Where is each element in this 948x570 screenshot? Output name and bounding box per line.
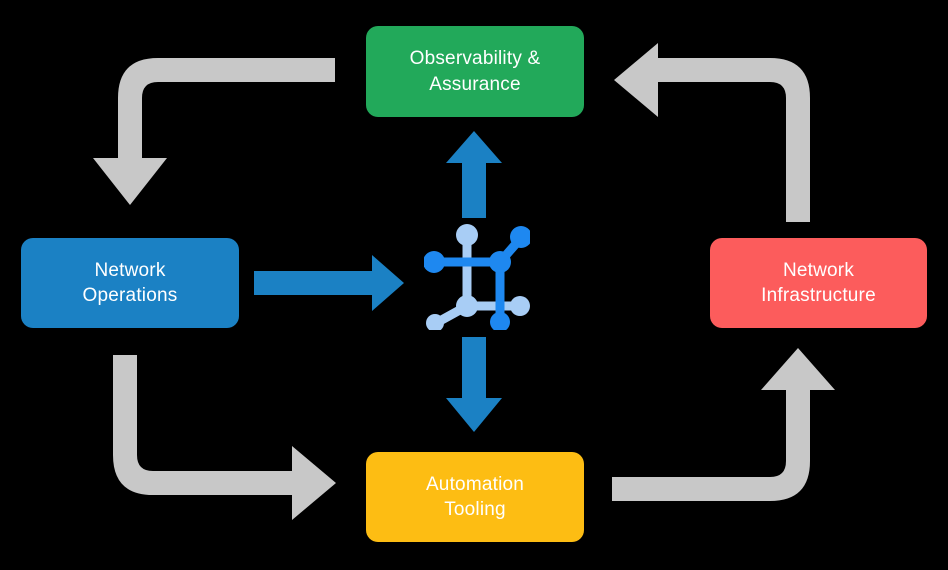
arrow-observability-to-operations bbox=[93, 58, 335, 205]
network-topology-icon bbox=[423, 222, 532, 332]
arrow-center-to-automation bbox=[446, 337, 502, 432]
box-network-operations[interactable]: Network Operations bbox=[21, 238, 239, 328]
arrow-infrastructure-to-observability bbox=[614, 43, 810, 222]
box-automation-tooling-label: Automation Tooling bbox=[425, 473, 525, 520]
box-automation-tooling[interactable]: Automation Tooling bbox=[366, 452, 584, 542]
network-topology-icon-svg bbox=[423, 224, 532, 332]
arrow-operations-to-center bbox=[254, 255, 404, 311]
arrow-operations-to-automation bbox=[113, 355, 336, 520]
box-network-operations-label: Network Operations bbox=[82, 259, 178, 306]
arrow-automation-to-infrastructure bbox=[612, 348, 835, 501]
box-observability-assurance[interactable]: Observability & Assurance bbox=[366, 26, 584, 117]
arrow-center-to-observability bbox=[446, 131, 502, 218]
box-observability-label: Observability & Assurance bbox=[409, 48, 541, 95]
box-network-infrastructure-label: Network Infrastructure bbox=[761, 259, 876, 306]
box-network-infrastructure[interactable]: Network Infrastructure bbox=[710, 238, 927, 328]
